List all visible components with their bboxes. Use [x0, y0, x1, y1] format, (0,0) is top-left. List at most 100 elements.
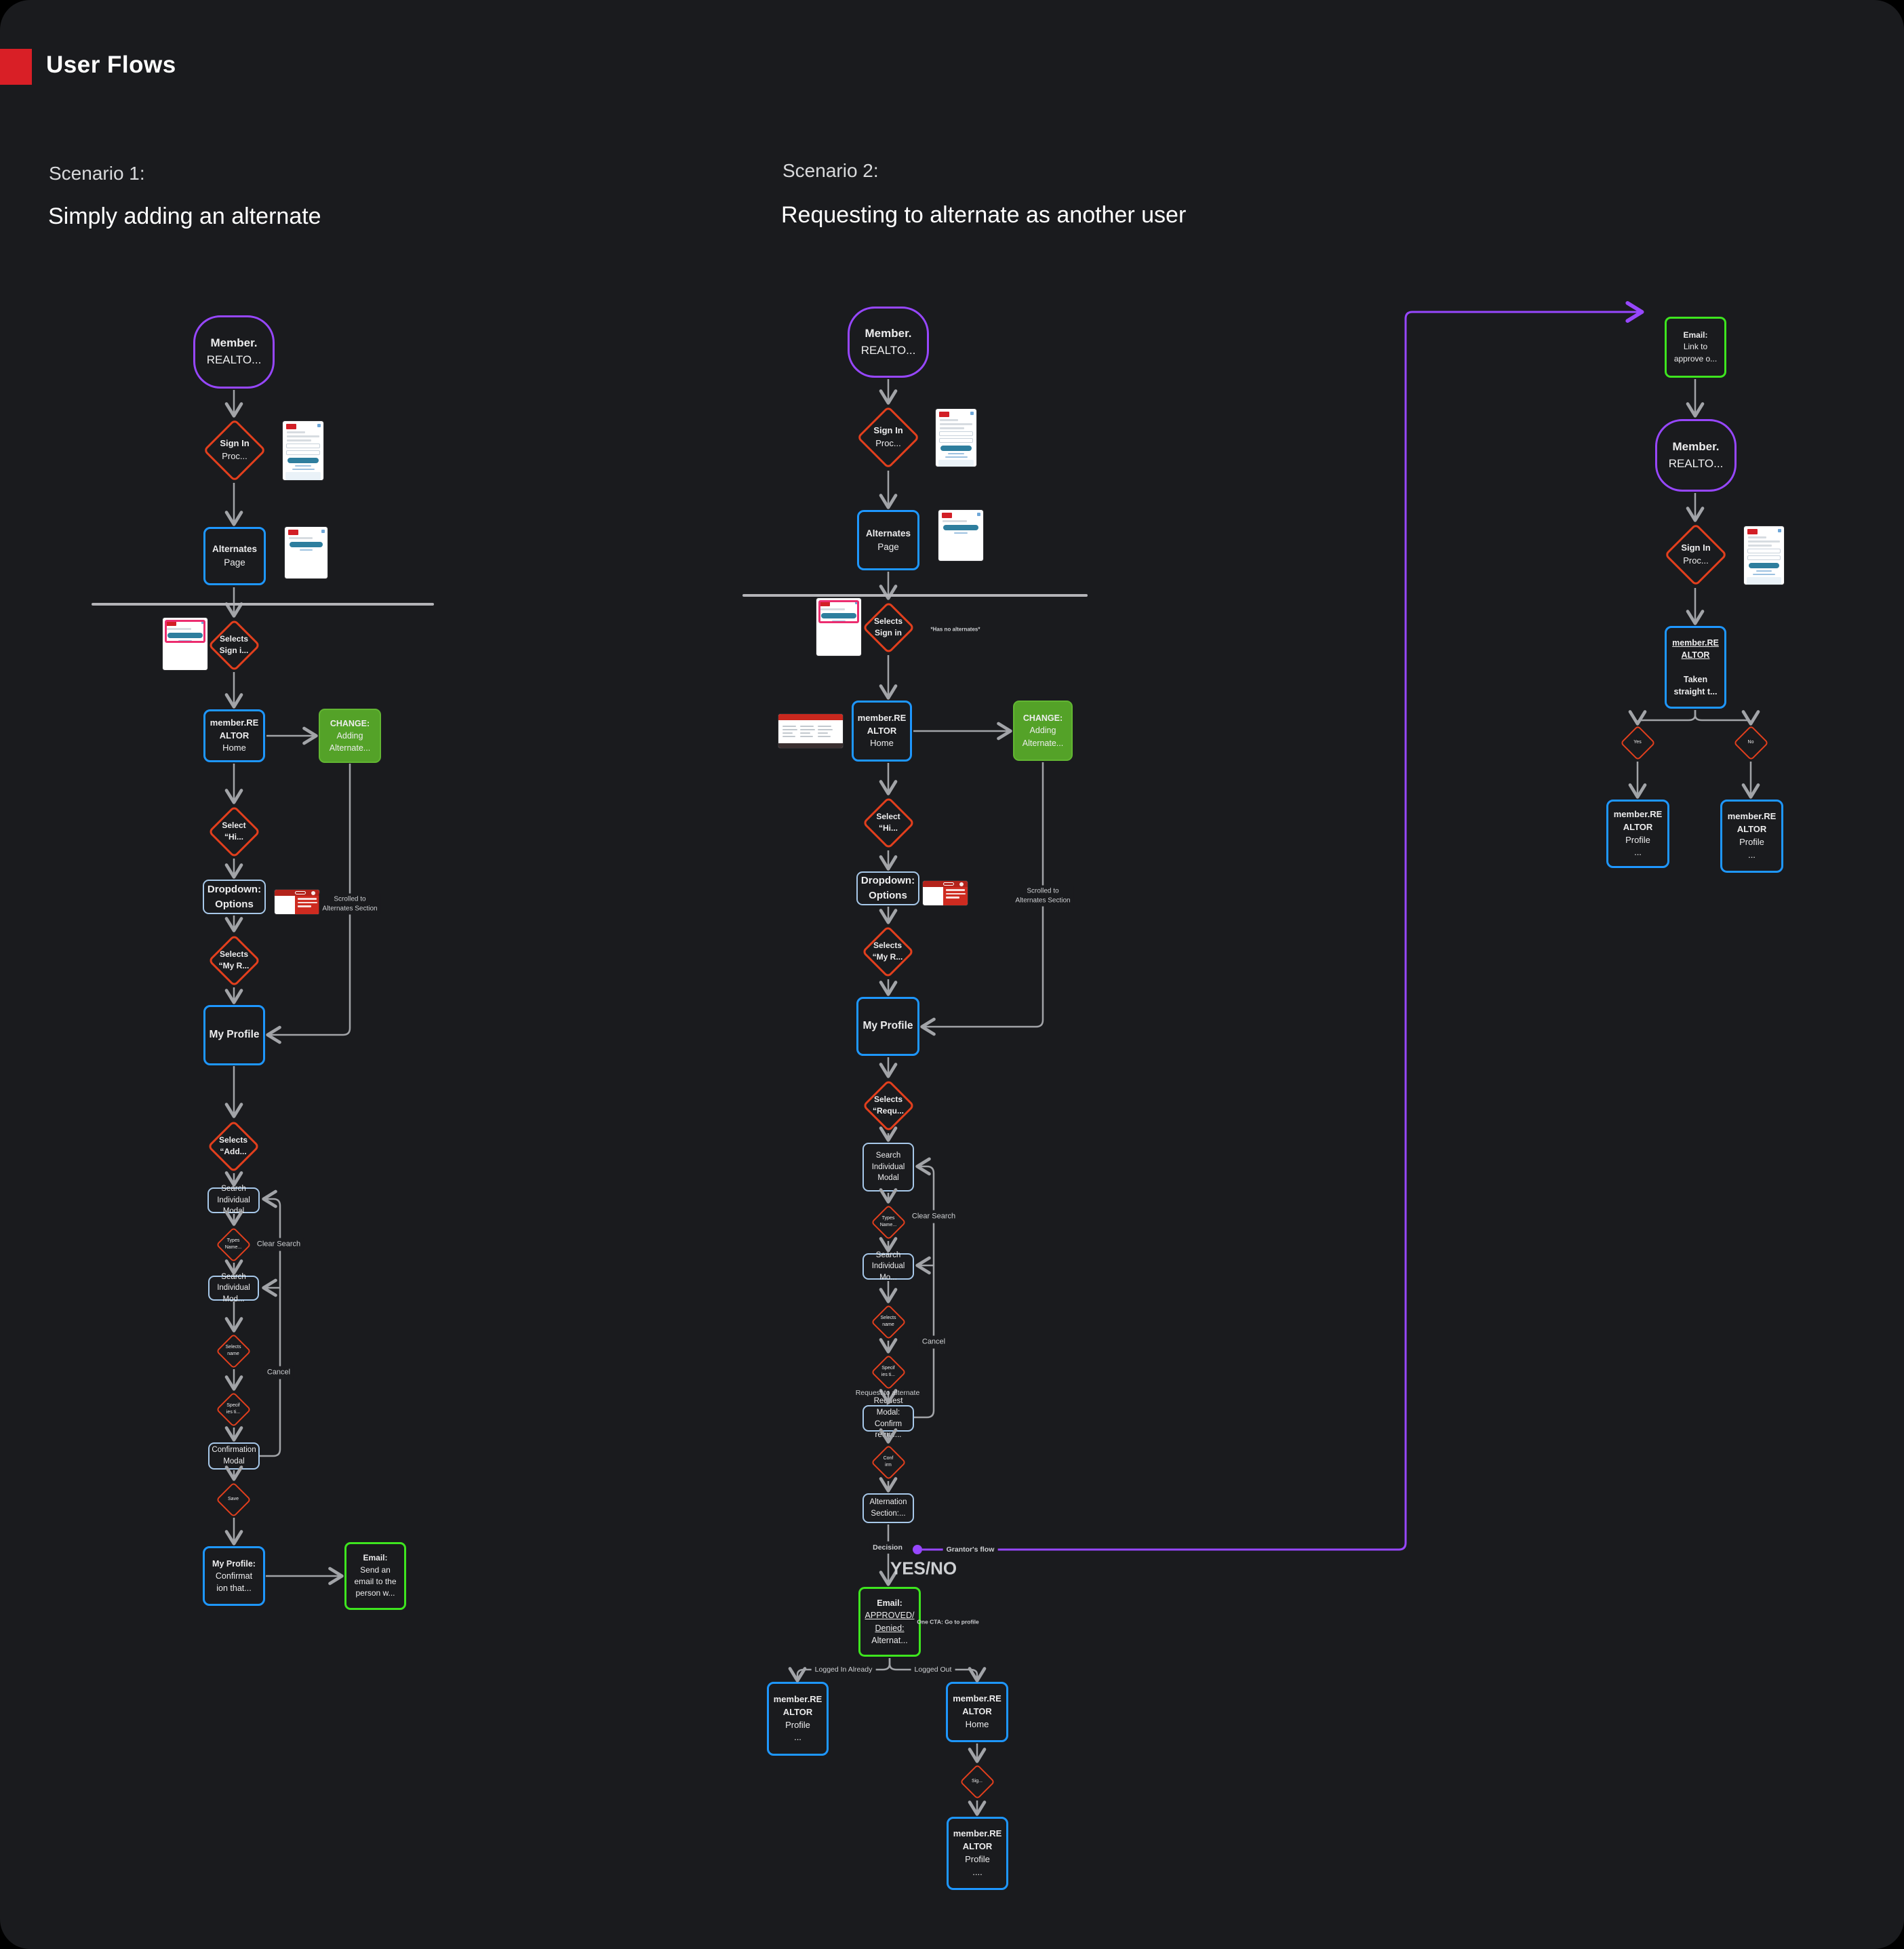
- s1-start-member-realtor[interactable]: Member.REALTO...: [193, 315, 275, 389]
- g-sign-in-process-line: Proc...: [1683, 555, 1709, 566]
- s2-sig[interactable]: Sig...: [959, 1763, 995, 1800]
- input: [1747, 549, 1781, 553]
- s2-selects-requ-line: “Requ...: [872, 1106, 904, 1116]
- s2-dropdown-options[interactable]: Dropdown: Options: [856, 871, 919, 905]
- s1-thumb-welcome-highlight[interactable]: [163, 618, 207, 670]
- s2-thumb-dropdown-menu[interactable]: [923, 881, 968, 905]
- s2-thumb-browser-home[interactable]: [778, 714, 843, 748]
- btn: [287, 458, 319, 463]
- g-no[interactable]: No: [1732, 724, 1769, 761]
- s2-email-approved-denied-line: Email:: [877, 1598, 903, 1609]
- s2-selects-requ[interactable]: Selects“Requ...: [862, 1079, 915, 1132]
- s2-member-realtor-home-line: ALTOR: [867, 725, 897, 736]
- s2-thumb-welcome-highlight[interactable]: [816, 598, 861, 656]
- g-profile-yes-line: member.RE: [1613, 808, 1663, 819]
- s2-thumb-welcome-page[interactable]: [938, 510, 983, 561]
- s2-types-name-line: Name...: [879, 1223, 897, 1227]
- s2-profile-logged-in-line: member.RE: [773, 1693, 822, 1704]
- g-yes[interactable]: Yes: [1619, 724, 1656, 761]
- link: [295, 465, 311, 467]
- g-thumb-sign-in-page[interactable]: [1744, 526, 1784, 585]
- blueicon: [317, 424, 321, 427]
- bar: [1748, 540, 1780, 543]
- s2-member-realtor-home-line: member.RE: [857, 712, 907, 723]
- blueicon: [855, 601, 858, 604]
- s2-email-approved-denied[interactable]: Email:APPROVED/Denied:Alternat...: [858, 1587, 921, 1657]
- s1-select-hi[interactable]: Select“Hi...: [207, 805, 260, 858]
- s2-selects-my-r[interactable]: Selects“My R...: [861, 925, 914, 978]
- s2-my-profile[interactable]: My Profile: [856, 997, 919, 1056]
- g-member-realtor[interactable]: Member.REALTO...: [1655, 419, 1737, 492]
- input: [286, 450, 320, 455]
- s2-dropdown-options-line: Options: [869, 890, 907, 901]
- s1-dropdown-options-line: Dropdown:: [207, 883, 262, 895]
- s2-start-member-realtor-line: REALTO...: [860, 343, 916, 357]
- crow: [800, 725, 814, 727]
- s2-dropdown-options-line: Dropdown:: [860, 875, 915, 887]
- s1-dropdown-options[interactable]: Dropdown:Options: [203, 880, 266, 914]
- bar: [287, 439, 311, 441]
- s2-home-logged-out-line: Home: [965, 1718, 989, 1729]
- grantor-flow-dot: [913, 1545, 922, 1554]
- s2-select-hi[interactable]: Select“Hi...: [862, 796, 915, 849]
- s1-selects-add[interactable]: Selects“Add...: [207, 1120, 260, 1173]
- s1-thumb-welcome-page[interactable]: [285, 527, 328, 578]
- g-taken-straight-line: Taken: [1683, 675, 1708, 685]
- input: [939, 438, 973, 443]
- flow-connector: [914, 1157, 935, 1419]
- bar: [287, 431, 305, 433]
- strip: [923, 881, 968, 887]
- crow: [782, 735, 795, 737]
- s1-selects-my-r[interactable]: Selects“My R...: [207, 934, 260, 987]
- tbar: [778, 714, 843, 720]
- s1-thumb-dropdown-menu[interactable]: [275, 890, 319, 914]
- s2-selects-my-r-line: Selects: [873, 940, 903, 950]
- s1-selects-add-line: “Add...: [220, 1147, 247, 1156]
- menu: [943, 887, 968, 905]
- s2-selects-name-line: Selects: [880, 1315, 896, 1320]
- s2-home-logged-out-line: ALTOR: [962, 1706, 992, 1717]
- logo: [820, 601, 830, 606]
- s2-start-member-realtor[interactable]: Member.REALTO...: [848, 307, 929, 378]
- scenario1-title: Simply adding an alternate: [48, 203, 321, 229]
- s1-email-send-line: Send an: [360, 1564, 391, 1575]
- s2-thumb-sign-in-page[interactable]: [936, 409, 976, 467]
- bar: [940, 427, 964, 429]
- s2-alternates-page-line: Page: [877, 541, 899, 552]
- s1-my-profile[interactable]: My Profile: [203, 1005, 265, 1065]
- avat: [959, 882, 964, 886]
- s1-save[interactable]: Save: [215, 1481, 252, 1518]
- s1-thumb-sign-in-page[interactable]: [283, 421, 323, 480]
